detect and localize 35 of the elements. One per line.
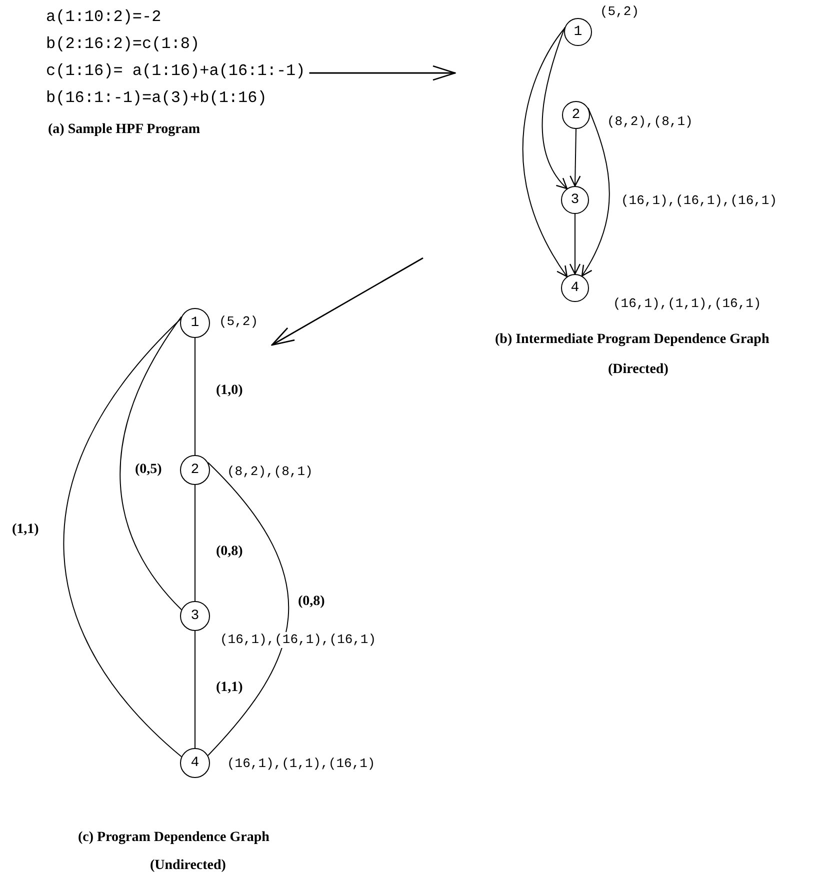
arrow — [581, 108, 610, 276]
edge-label: (0,5) — [135, 462, 162, 478]
edge-label: (0,8) — [216, 544, 243, 560]
node-annotation: (16,1),(1,1),(16,1) — [227, 756, 376, 772]
code-line: b(16:1:-1)=a(3)+b(1:16) — [46, 89, 267, 107]
edge-line — [194, 338, 196, 456]
edge-label: (1,1) — [12, 522, 39, 538]
node-annotation: (16,1),(1,1),(16,1) — [613, 296, 762, 312]
arrow — [309, 65, 456, 81]
node-annotation: (8,2),(8,1) — [227, 464, 313, 480]
panel-caption: (c) Program Dependence Graph — [78, 829, 270, 847]
code-line: a(1:10:2)=-2 — [46, 8, 162, 26]
edge-label: (1,1) — [216, 680, 243, 696]
panel-caption: (a) Sample HPF Program — [48, 121, 200, 139]
code-line: b(2:16:2)=c(1:8) — [46, 35, 200, 53]
node-annotation: (8,2),(8,1) — [607, 114, 693, 130]
edge-label: (0,8) — [298, 594, 325, 610]
arrow — [271, 257, 424, 346]
arrow — [522, 28, 568, 278]
arrow — [570, 128, 581, 187]
edge-label: (1,0) — [216, 383, 243, 399]
node-annotation: (16,1),(16,1),(16,1) — [621, 193, 778, 209]
code-line: c(1:16)= a(1:16)+a(16:1:-1) — [46, 62, 306, 80]
panel-caption: (Directed) — [608, 361, 668, 379]
edge-line — [64, 318, 182, 758]
edge-line — [194, 484, 196, 602]
panel-caption: (Undirected) — [150, 857, 226, 875]
edge-line — [208, 462, 289, 756]
node-annotation: (5,2) — [600, 4, 640, 20]
arrow — [569, 214, 581, 275]
node-annotation: (16,1),(16,1),(16,1) — [220, 632, 376, 648]
edge-line — [120, 316, 182, 610]
panel-caption: (b) Intermediate Program Dependence Graph — [495, 331, 770, 349]
edge-line — [194, 630, 196, 748]
node-annotation: (5,2) — [219, 314, 258, 330]
